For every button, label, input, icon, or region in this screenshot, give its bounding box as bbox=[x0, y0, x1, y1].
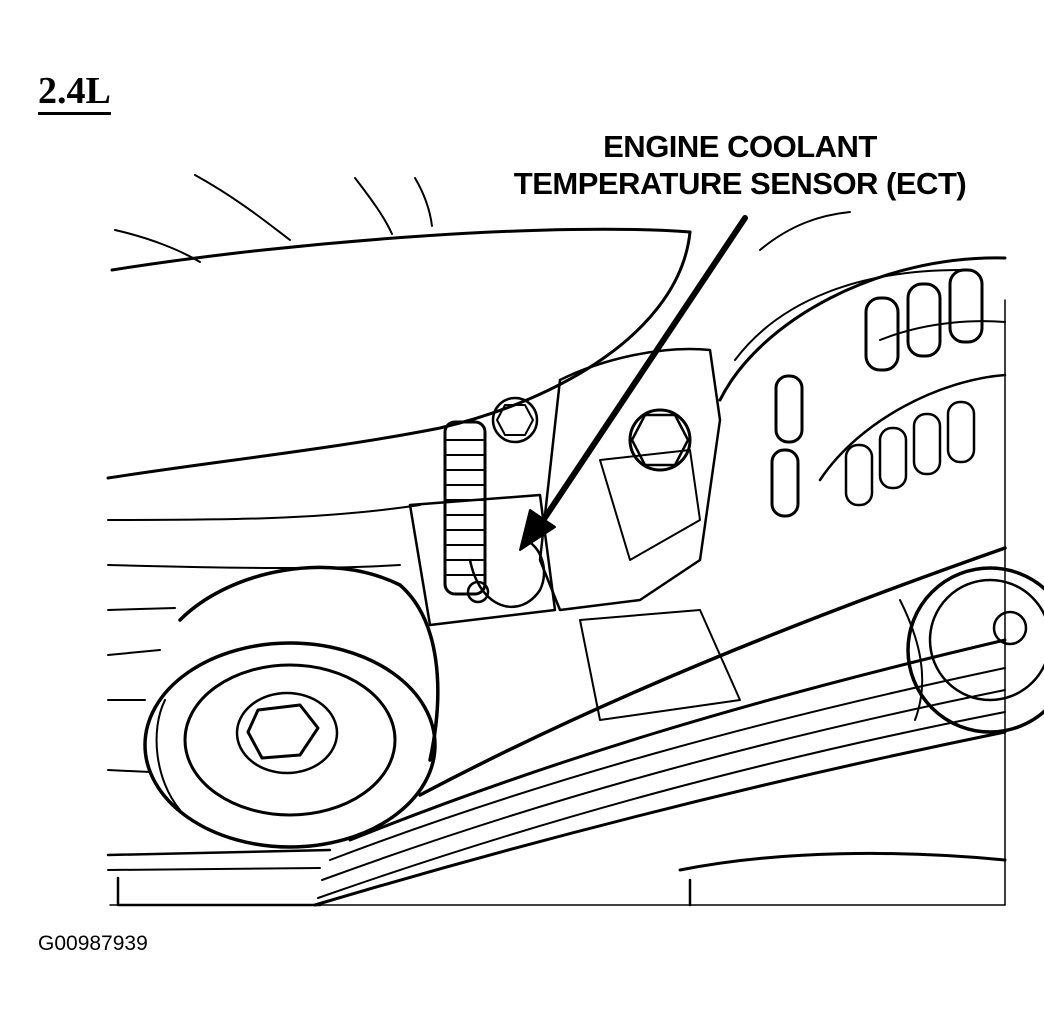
intake-housing bbox=[108, 175, 690, 568]
bracket-bolt-small bbox=[493, 398, 537, 442]
callout-arrow bbox=[520, 218, 745, 550]
engine-label: 2.4L bbox=[38, 72, 111, 115]
mounting-bracket bbox=[410, 349, 740, 720]
lower-frame bbox=[108, 300, 1005, 905]
alternator-pulley bbox=[900, 568, 1044, 732]
bracket-bolt bbox=[630, 410, 690, 470]
idler-pulley bbox=[145, 567, 438, 847]
alternator bbox=[720, 212, 1005, 516]
ect-callout-label: ENGINE COOLANT TEMPERATURE SENSOR (ECT) bbox=[440, 128, 1040, 202]
figure-id: G00987939 bbox=[38, 932, 148, 955]
ect-callout-line-2: TEMPERATURE SENSOR (ECT) bbox=[513, 166, 967, 201]
ect-sensor[interactable] bbox=[445, 422, 544, 607]
ect-callout-line-1: ENGINE COOLANT bbox=[603, 129, 877, 164]
drive-belt bbox=[315, 548, 1005, 905]
